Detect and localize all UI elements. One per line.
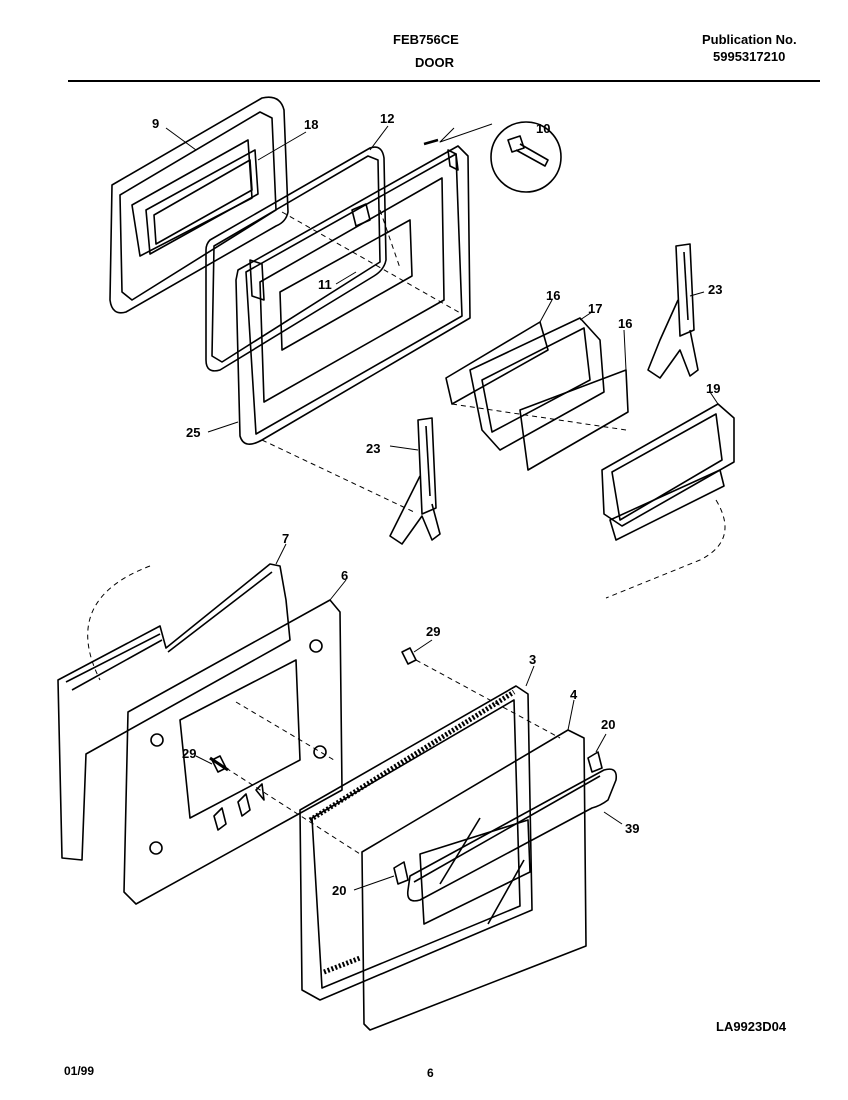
label-9: 9 (152, 116, 159, 131)
part-23-hinge-lower (389, 417, 441, 545)
label-7: 7 (282, 531, 289, 546)
part-16-glass-lower (519, 369, 629, 471)
publication-label: Publication No. (702, 32, 797, 47)
label-20-right: 20 (601, 717, 615, 732)
label-11: 11 (318, 277, 332, 292)
part-12-gasket (205, 146, 387, 372)
footer-date: 01/99 (64, 1064, 95, 1078)
label-6: 6 (341, 568, 348, 583)
label-19: 19 (706, 381, 720, 396)
part-17-glass-spacer (469, 317, 605, 451)
label-39: 39 (625, 821, 639, 836)
label-20-left: 20 (332, 883, 346, 898)
label-12: 12 (380, 111, 394, 126)
part-19-side-bracket (601, 403, 735, 541)
part-labels: 9 18 12 10 11 16 17 16 23 19 25 23 7 6 2… (152, 111, 722, 898)
model-number: FEB756CE (393, 32, 459, 47)
footer-page-number: 6 (427, 1066, 434, 1080)
label-16-upper: 16 (546, 288, 560, 303)
label-29-upper: 29 (426, 624, 440, 639)
label-29-lower: 29 (182, 746, 196, 761)
label-23-upper: 23 (708, 282, 722, 297)
diagram-code: LA9923D04 (716, 1019, 787, 1034)
part-20-mount-right (587, 751, 603, 773)
label-10: 10 (536, 121, 550, 136)
label-18: 18 (304, 117, 318, 132)
part-23-hinge-upper (647, 243, 699, 379)
label-25: 25 (186, 425, 200, 440)
label-4: 4 (570, 687, 578, 702)
label-16-lower: 16 (618, 316, 632, 331)
part-18-window-pack (145, 149, 259, 255)
label-17: 17 (588, 301, 602, 316)
leader-lines (165, 123, 719, 891)
part-25-inner-door-panel (235, 145, 471, 445)
header-rule (68, 80, 820, 82)
part-10-screw-callout (423, 121, 562, 193)
section-title: DOOR (415, 55, 454, 70)
part-3-door-frame (299, 685, 533, 1001)
publication-number: 5995317210 (713, 49, 786, 64)
part-6-door-liner-plate (123, 599, 343, 905)
part-29-pin-upper (401, 647, 417, 665)
part-16-glass-upper (445, 321, 549, 405)
part-4-outer-door-panel (361, 729, 587, 1031)
part-20-mount-left (393, 861, 409, 885)
part-7-insulation (57, 563, 291, 861)
label-23-lower: 23 (366, 441, 380, 456)
assembly-lines (87, 209, 726, 855)
label-3: 3 (529, 652, 536, 667)
part-39-handle (406, 768, 618, 902)
